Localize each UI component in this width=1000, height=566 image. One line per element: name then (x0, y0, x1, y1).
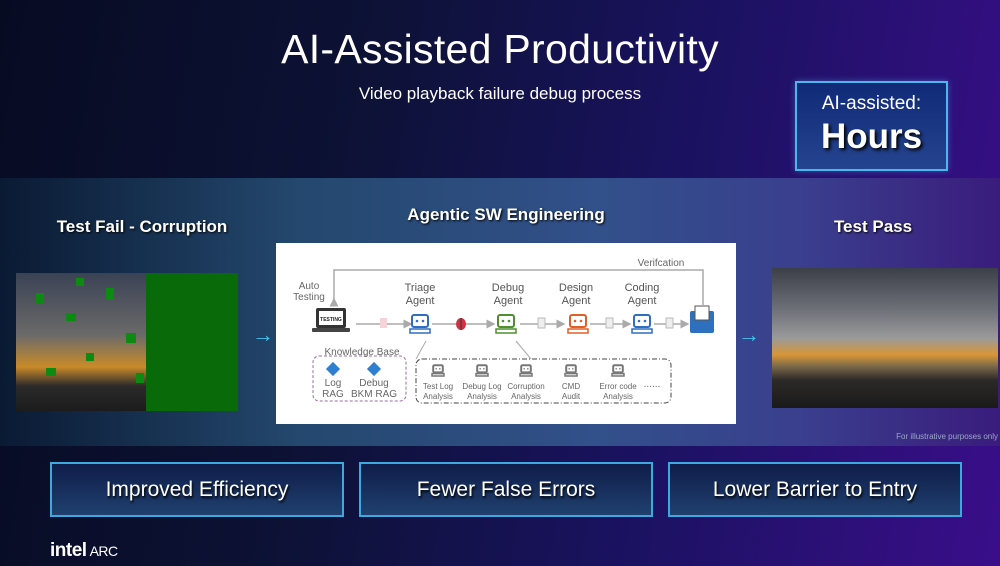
sub-agent-label: Error code (599, 382, 637, 391)
bug-icon (456, 318, 466, 330)
knowledge-base-box (312, 355, 407, 402)
arrow-right-icon: → (738, 322, 760, 347)
benefit-improved-efficiency: Improved Efficiency (50, 462, 344, 517)
slide-title: AI-Assisted Productivity (281, 26, 719, 72)
document-icon (605, 317, 614, 329)
benefit-lower-barrier: Lower Barrier to Entry (668, 462, 962, 517)
sub-agent-label: Analysis (603, 392, 633, 401)
benefit-fewer-false-errors: Fewer False Errors (359, 462, 653, 517)
document-icon (665, 317, 674, 329)
sub-agent-label: Analysis (511, 392, 541, 401)
sub-agent-label: Debug Log (462, 382, 501, 391)
logo-brand: intel (50, 540, 87, 561)
agent-robot-icon (495, 314, 517, 334)
test-fail-label: Test Fail - Corruption (56, 217, 228, 236)
agent-label: Agent (406, 295, 435, 307)
sub-agent-label: Test Log (423, 382, 453, 391)
arrow-right-icon: → (252, 322, 274, 347)
log-rag-icon (325, 361, 341, 377)
agent-robot-icon (567, 314, 589, 334)
agent-label: Debug (492, 282, 524, 294)
agentic-label: Agentic SW Engineering (407, 205, 605, 224)
agent-robot-icon (409, 314, 431, 334)
more-ellipsis: ...... (644, 379, 661, 390)
svg-text:TESTING: TESTING (320, 317, 342, 323)
hours-callout: AI-assisted: Hours (795, 81, 948, 171)
callout-label: AI-assisted: (821, 93, 922, 114)
auto-testing-label: Testing (293, 292, 325, 303)
agent-label: Agent (628, 295, 657, 307)
slide-subtitle: Video playback failure debug process (358, 84, 642, 103)
folder-icon (690, 305, 714, 333)
auto-testing-label: Auto (299, 281, 320, 292)
disclaimer: For illustrative purposes only (896, 432, 998, 441)
debug-bkm-rag-icon (366, 361, 382, 377)
document-icon (537, 317, 546, 329)
callout-value: Hours (820, 117, 923, 156)
agent-label: Agent (494, 295, 523, 307)
sub-agent-label: Analysis (423, 392, 453, 401)
document-icon (380, 318, 387, 328)
kb-item-label: Log (325, 378, 342, 389)
corrupted-frame-image (16, 273, 238, 411)
test-pass-label: Test Pass (833, 217, 913, 236)
laptop-icon: TESTING (312, 308, 350, 332)
sub-agent-label: CMD (562, 382, 580, 391)
clean-frame-image (772, 268, 998, 408)
sub-agent-label: Audit (562, 392, 581, 401)
sub-agent-label: Corruption (507, 382, 544, 391)
sub-agent-robot-icon (611, 364, 625, 377)
logo-product: ARC (89, 543, 119, 559)
kb-item-label: Debug (359, 378, 388, 389)
agent-label: Agent (562, 295, 591, 307)
sub-agent-robot-icon (519, 364, 533, 377)
verification-label: Verifcation (638, 258, 685, 269)
sub-agent-robot-icon (431, 364, 445, 377)
kb-item-label: RAG (322, 389, 344, 400)
agent-label: Coding (625, 282, 660, 294)
agent-label: Triage (405, 282, 436, 294)
sub-agents-box (415, 358, 672, 404)
sub-agent-robot-icon (564, 364, 578, 377)
agent-robot-icon (631, 314, 653, 334)
sub-agent-label: Analysis (467, 392, 497, 401)
kb-item-label: BKM RAG (351, 389, 397, 400)
agent-label: Design (559, 282, 593, 294)
knowledge-base-title: Knowledge Base (324, 347, 399, 358)
sub-agent-robot-icon (475, 364, 489, 377)
